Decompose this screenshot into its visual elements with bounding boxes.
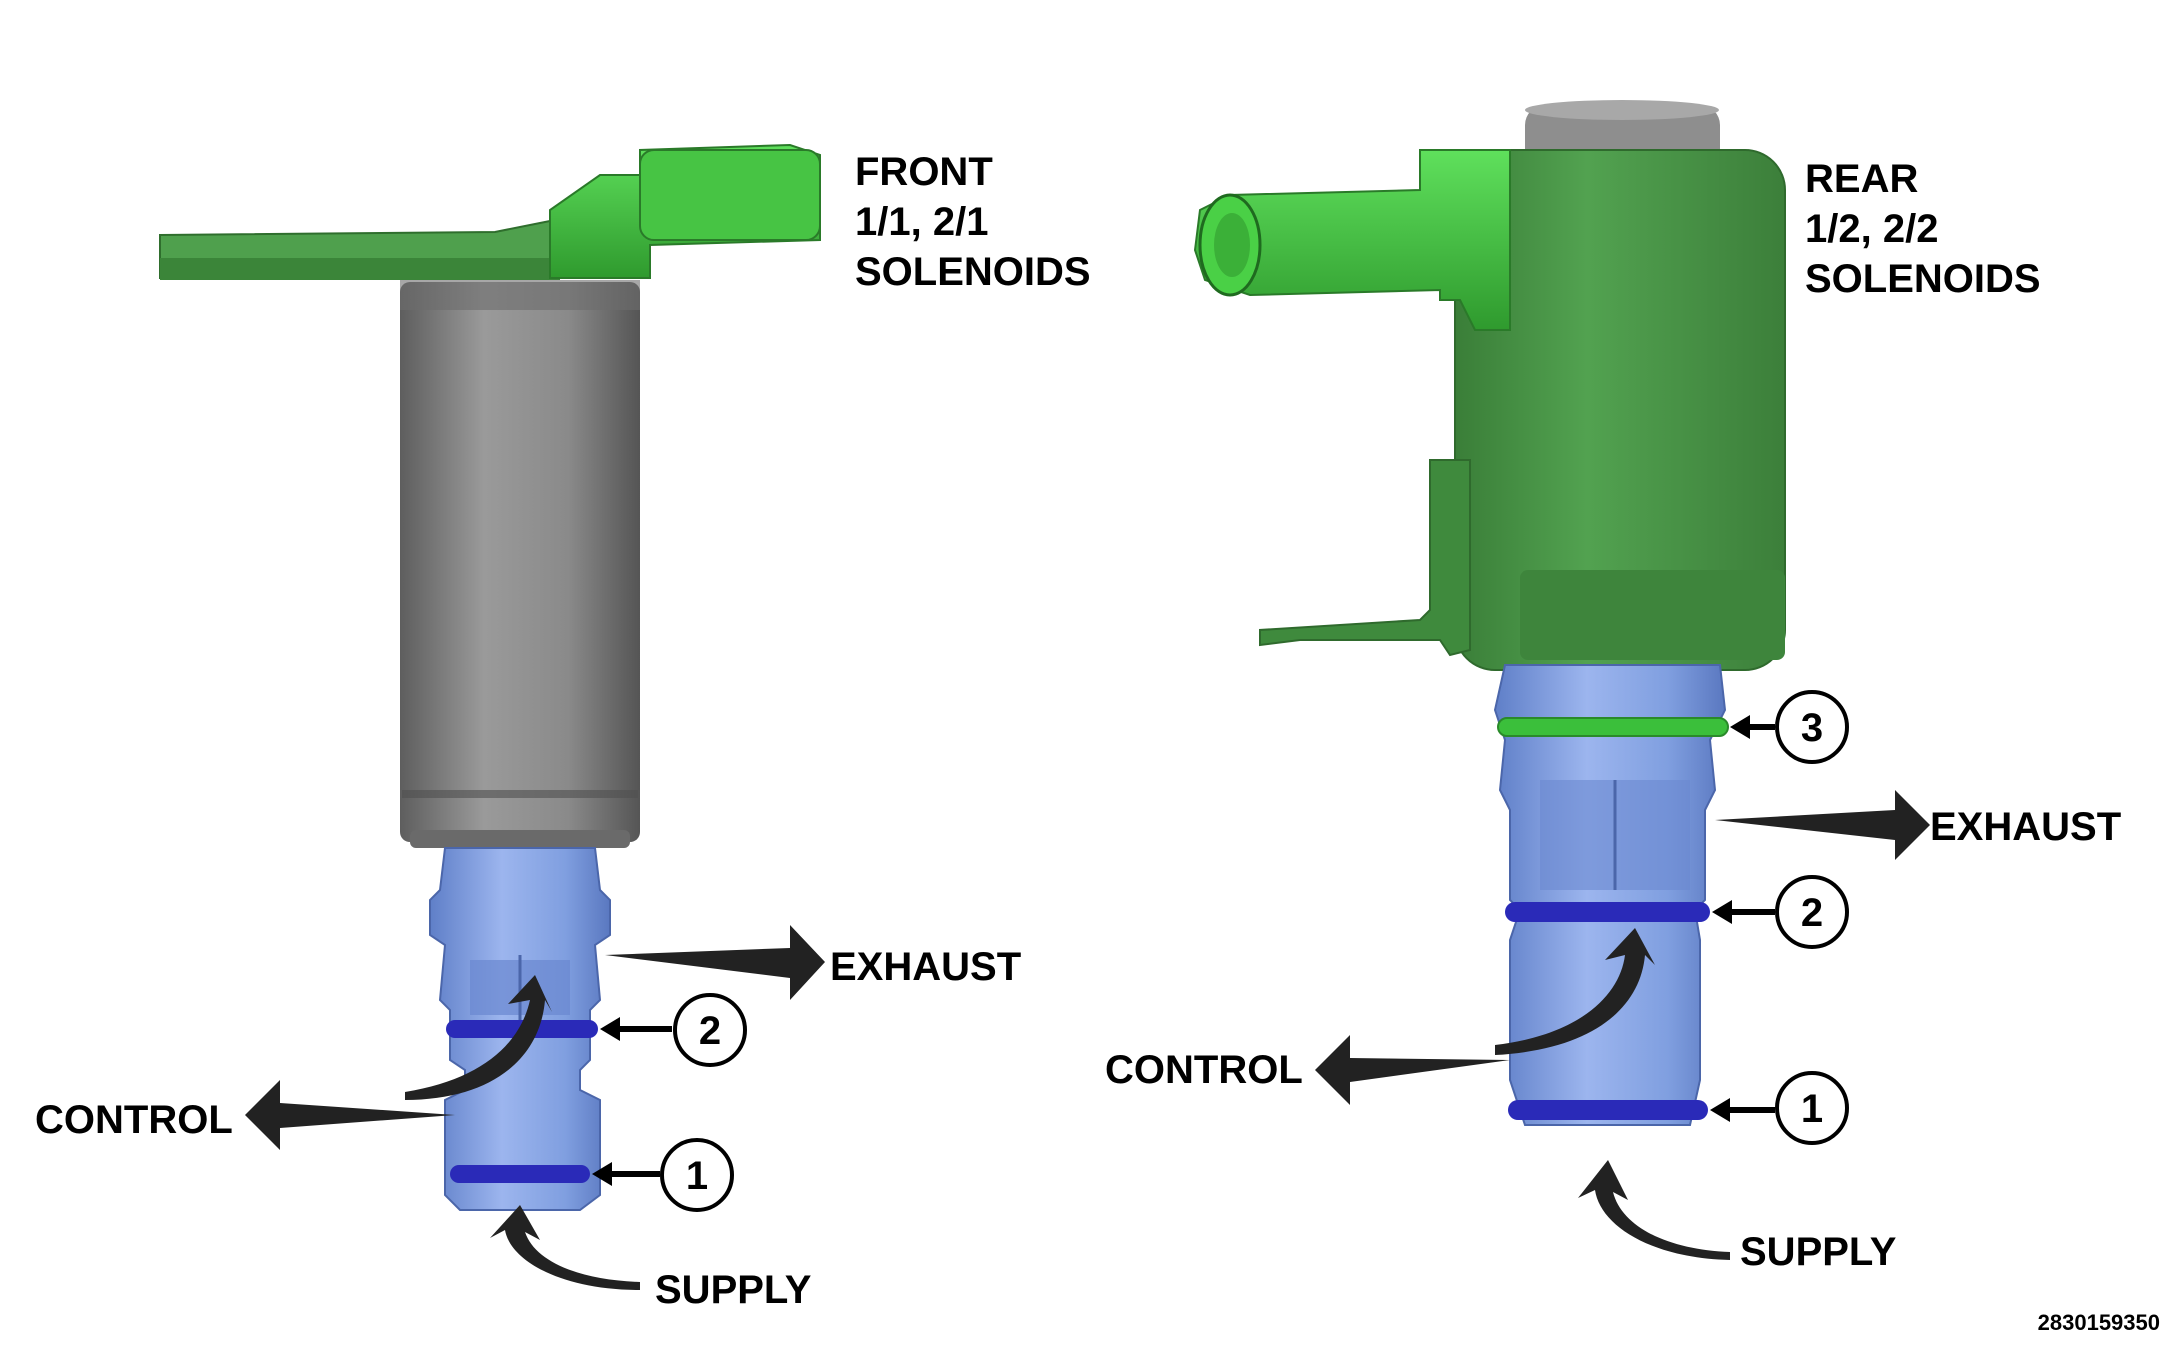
- front-title-line-2: 1/1, 2/1: [855, 200, 988, 244]
- front-callout-1-label: 1: [686, 1154, 708, 1198]
- rear-control-label: CONTROL: [1105, 1048, 1303, 1092]
- front-exhaust-arrow: [605, 925, 825, 1000]
- front-callout-2-arrow: [600, 1017, 672, 1041]
- front-callout-1-circle: [660, 1138, 734, 1212]
- rear-callout-1-circle: [1775, 1071, 1849, 1145]
- rear-exhaust-label: EXHAUST: [1930, 805, 2121, 849]
- rear-title-line-2: 1/2, 2/2: [1805, 207, 1938, 251]
- rear-control-curve-arrow: [1495, 928, 1655, 1055]
- front-title-line-3: SOLENOIDS: [855, 250, 1091, 294]
- rear-callout-3-circle: [1775, 690, 1849, 764]
- front-control-curve-arrow: [405, 975, 552, 1100]
- front-callout-2-label: 2: [699, 1009, 721, 1053]
- front-callout-2-circle: [673, 993, 747, 1067]
- rear-bracket: [1259, 459, 1471, 657]
- rear-arrows: [1315, 690, 1930, 1260]
- rear-callout-2-label: 2: [1801, 891, 1823, 935]
- rear-callout-3-arrow: [1730, 715, 1775, 739]
- front-callout-1-arrow: [592, 1162, 660, 1186]
- rear-callout-1-arrow: [1710, 1098, 1775, 1122]
- front-control-arrow: [245, 1080, 455, 1150]
- front-oring-1: [450, 1165, 590, 1183]
- figure-id: 2830159350: [2038, 1310, 2160, 1335]
- rear-exhaust-arrow: [1715, 790, 1930, 860]
- front-supply-label: SUPPLY: [655, 1268, 812, 1312]
- rear-solenoid: [1193, 100, 1786, 1126]
- front-arrows: [245, 925, 825, 1290]
- rear-supply-label: SUPPLY: [1740, 1230, 1897, 1274]
- rear-callout-2-circle: [1775, 875, 1849, 949]
- front-exhaust-label: EXHAUST: [830, 945, 1021, 989]
- front-title-line-1: FRONT: [855, 150, 993, 194]
- rear-oring-3: [1497, 717, 1729, 737]
- rear-callout-3-label: 3: [1801, 706, 1823, 750]
- rear-title-line-1: REAR: [1805, 157, 1918, 201]
- front-supply-arrow: [490, 1205, 640, 1290]
- rear-supply-arrow: [1578, 1160, 1730, 1260]
- rear-callout-1-label: 1: [1801, 1087, 1823, 1131]
- rear-title-line-3: SOLENOIDS: [1805, 257, 2041, 301]
- front-body: [400, 282, 640, 842]
- rear-oring-2: [1505, 902, 1710, 922]
- rear-oring-1: [1508, 1100, 1708, 1120]
- front-control-label: CONTROL: [35, 1098, 233, 1142]
- rear-control-arrow: [1315, 1035, 1510, 1105]
- rear-callout-2-arrow: [1712, 900, 1775, 924]
